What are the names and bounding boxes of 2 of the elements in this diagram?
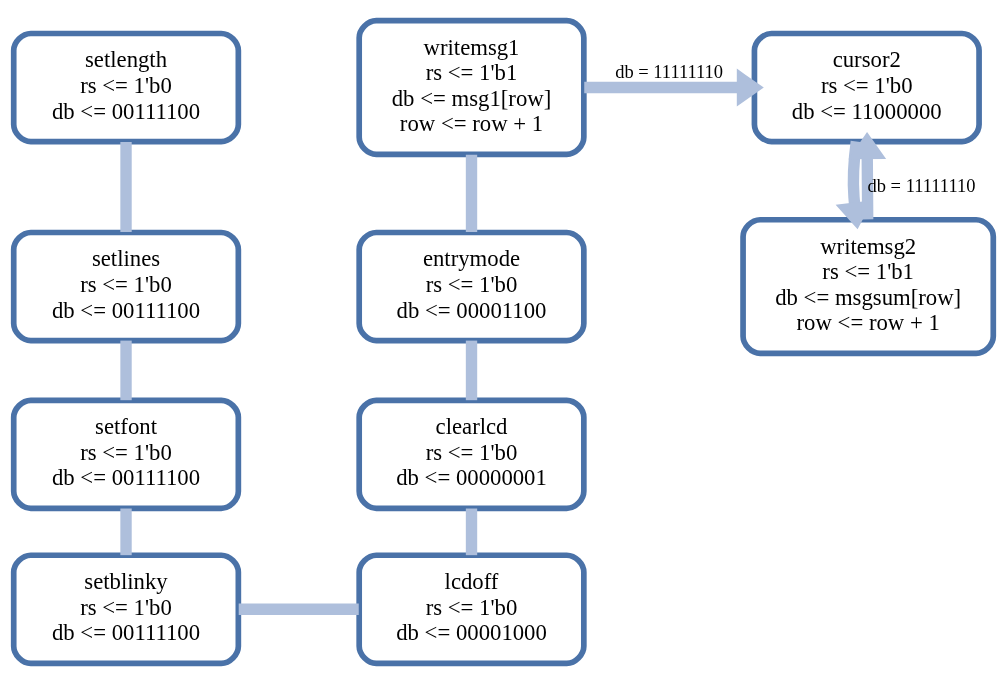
edge-label: db = 11111110 <box>615 62 724 83</box>
edge-label: db = 11111110 <box>867 175 976 196</box>
